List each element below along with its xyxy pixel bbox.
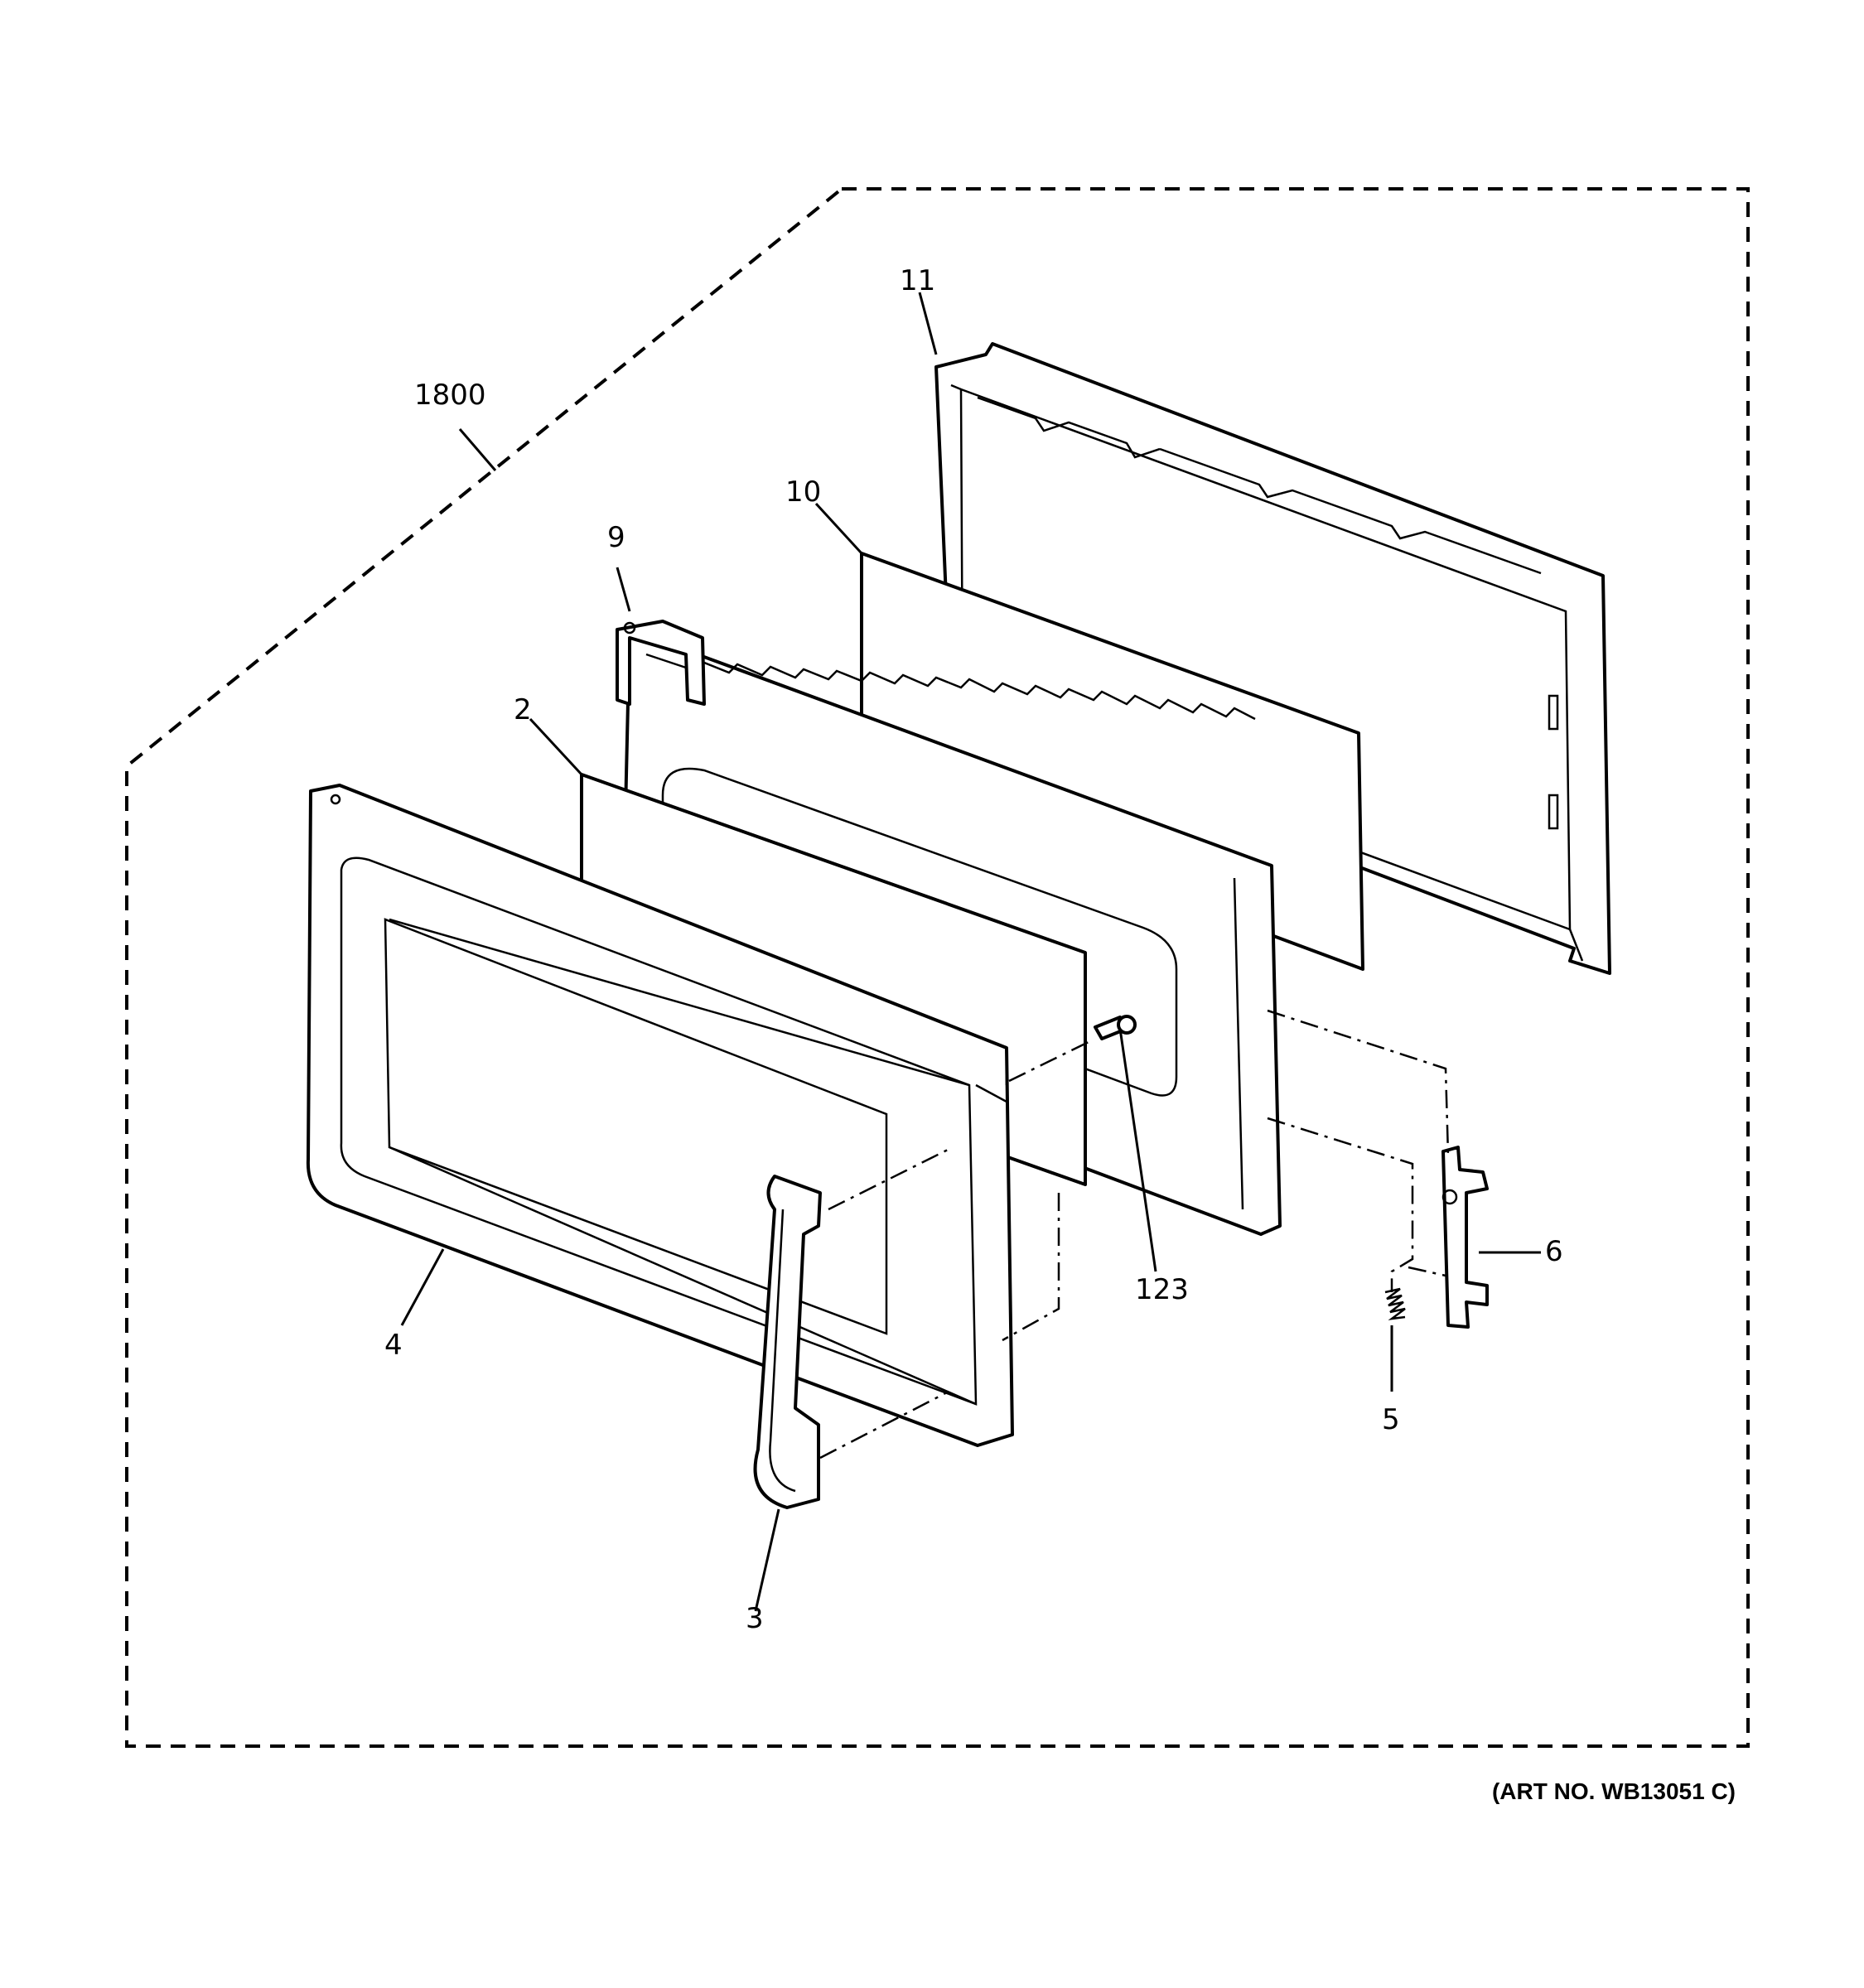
callout-4: 4: [384, 1329, 403, 1362]
part-123-screw: [1094, 1015, 1137, 1040]
part-3-handle: [753, 1175, 822, 1509]
callout-1800: 1800: [414, 379, 486, 412]
callout-10: 10: [785, 475, 821, 509]
callout-123: 123: [1135, 1273, 1189, 1306]
callout-6: 6: [1545, 1235, 1563, 1268]
assembly-boundary: [125, 187, 1750, 1748]
callout-3: 3: [746, 1602, 764, 1635]
part-6-latch: [1441, 1146, 1489, 1329]
part-5-spring: [1384, 1287, 1406, 1320]
assembly-guide-lines: [819, 1009, 1450, 1460]
callout-9: 9: [607, 521, 625, 554]
leader-lines: [400, 292, 1541, 1612]
callout-11: 11: [900, 264, 935, 297]
callout-5: 5: [1382, 1403, 1400, 1436]
part-4-door-frame: [306, 784, 1014, 1447]
callout-2: 2: [514, 693, 532, 726]
art-number: (ART NO. WB13051 C): [1492, 1778, 1736, 1804]
